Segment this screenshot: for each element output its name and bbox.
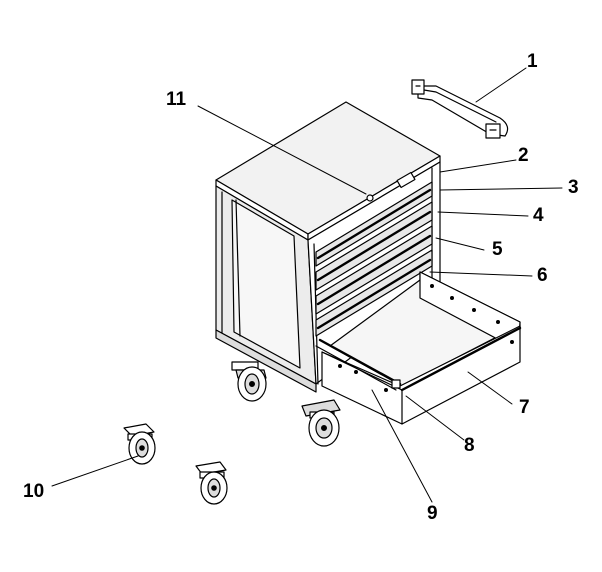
callout-4: 4 — [533, 205, 544, 226]
callout-11: 11 — [166, 89, 187, 110]
callout-1: 1 — [527, 51, 538, 72]
callout-6: 6 — [537, 265, 548, 286]
loose-caster-1 — [124, 424, 155, 464]
callout-10: 10 — [23, 481, 45, 502]
callout-7: 7 — [519, 397, 530, 418]
loose-caster-2 — [196, 462, 227, 504]
drawer-stack — [316, 182, 432, 336]
caster-front-left — [232, 362, 266, 401]
leader-lines — [52, 68, 562, 502]
handle-part — [412, 80, 508, 138]
callout-8: 8 — [464, 435, 475, 456]
open-drawer — [316, 272, 520, 424]
caster-front-right — [302, 400, 340, 446]
callout-5: 5 — [492, 239, 503, 260]
callout-3: 3 — [568, 177, 579, 198]
callout-2: 2 — [518, 145, 529, 166]
callout-9: 9 — [427, 503, 438, 524]
